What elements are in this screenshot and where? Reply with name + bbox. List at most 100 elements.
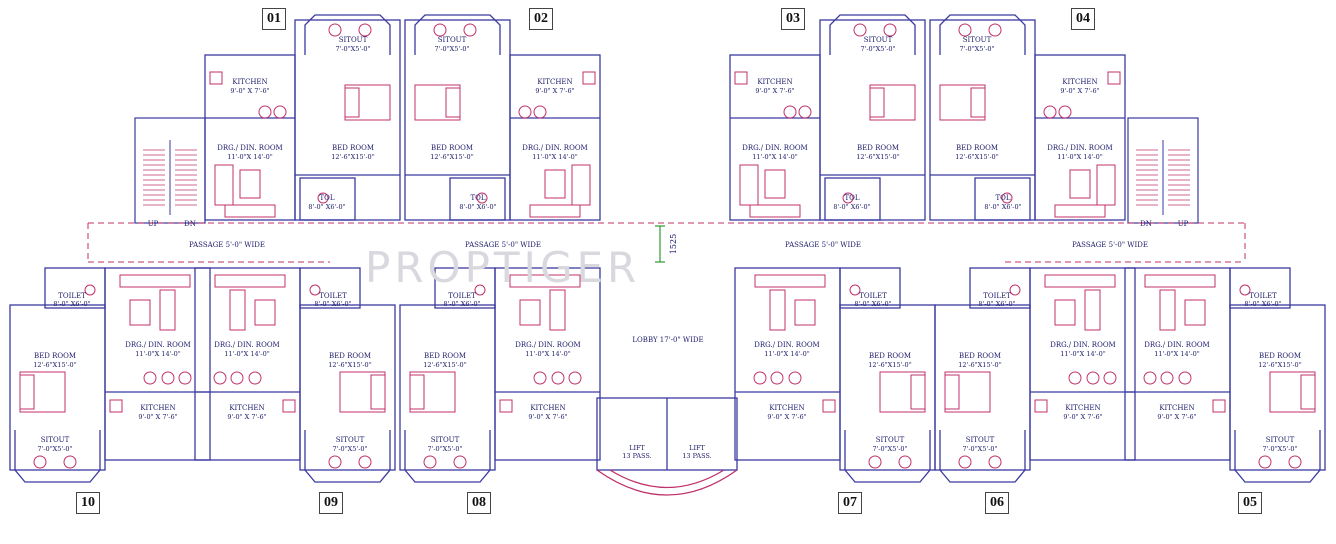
kitchen-dim: 9'-0" X 7'-6" bbox=[767, 413, 806, 421]
sitout-dim: 7'-0"X5'-0" bbox=[1262, 445, 1297, 453]
chair bbox=[868, 455, 882, 469]
drg-dim: 11'-0"X 14'-0" bbox=[1057, 153, 1102, 161]
pillow bbox=[970, 87, 986, 118]
sitout-bay bbox=[939, 430, 1026, 483]
kitchen-dim: 9'-0" X 7'-6" bbox=[230, 87, 269, 95]
bed-dim: 12'-6"X15'-0" bbox=[33, 361, 76, 369]
bed-label: BED ROOM bbox=[332, 144, 374, 152]
drg-dim: 11'-0"X 14'-0" bbox=[227, 153, 272, 161]
bed-label: BED ROOM bbox=[1259, 352, 1301, 360]
unit-02-furniture bbox=[414, 23, 596, 218]
wc bbox=[842, 192, 854, 204]
wc bbox=[317, 192, 329, 204]
unit-08 bbox=[399, 267, 601, 483]
lobby-curve-inner bbox=[609, 469, 725, 489]
drg-label: DRG./ DIN. ROOM bbox=[214, 341, 279, 349]
sitout-dim: 7'-0"X5'-0" bbox=[860, 45, 895, 53]
sofa bbox=[739, 164, 759, 206]
passage-label: PASSAGE 5'-0" WIDE bbox=[465, 241, 541, 249]
drg-kitchen-block bbox=[1124, 267, 1231, 461]
unit-03-furniture bbox=[734, 23, 916, 218]
kitchen-dim: 9'-0" X 7'-6" bbox=[1063, 413, 1102, 421]
toilet-dim: 8'-0" X6'-0" bbox=[854, 300, 891, 308]
sitout-label: SITOUT bbox=[963, 36, 992, 44]
sitout-bay bbox=[844, 430, 931, 483]
chair bbox=[213, 371, 227, 385]
unit-07-furniture bbox=[753, 274, 926, 469]
stair-dn-label: DN bbox=[1140, 220, 1152, 228]
toilet-label: TOL bbox=[470, 194, 485, 202]
wc bbox=[476, 192, 488, 204]
lift-capacity: 13 PASS. bbox=[622, 452, 651, 460]
sitout-label: SITOUT bbox=[876, 436, 905, 444]
chair bbox=[518, 105, 532, 119]
bed bbox=[1269, 371, 1316, 413]
bed-label: BED ROOM bbox=[869, 352, 911, 360]
unit-05-furniture bbox=[1143, 274, 1316, 469]
toilet-dim: 8'-0" X6'-0" bbox=[459, 203, 496, 211]
unit-tag-09: 09 bbox=[319, 492, 343, 514]
drg-dim: 11'-0"X 14'-0" bbox=[532, 153, 577, 161]
bed bbox=[939, 84, 986, 121]
pillow bbox=[370, 374, 386, 410]
toilet bbox=[449, 177, 506, 221]
chair bbox=[533, 105, 547, 119]
chair bbox=[1043, 105, 1057, 119]
bed bbox=[869, 84, 916, 121]
drg-dim: 11'-0"X 14'-0" bbox=[1154, 350, 1199, 358]
lift-label: LIFT bbox=[629, 444, 645, 452]
bed bbox=[879, 371, 926, 413]
drg-label: DRG./ DIN. ROOM bbox=[125, 341, 190, 349]
sitout-dim: 7'-0"X5'-0" bbox=[332, 445, 367, 453]
toilet-label: TOILET bbox=[1249, 292, 1277, 300]
chair bbox=[551, 371, 565, 385]
sofa bbox=[214, 164, 234, 206]
sofa bbox=[159, 289, 176, 331]
chair bbox=[1160, 371, 1174, 385]
chair bbox=[258, 105, 272, 119]
toilet-dim: 8'-0" X6'-0" bbox=[443, 300, 480, 308]
sitout-dim: 7'-0"X5'-0" bbox=[962, 445, 997, 453]
kitchen-label: KITCHEN bbox=[1159, 404, 1194, 412]
chair bbox=[788, 371, 802, 385]
kitchen-label: KITCHEN bbox=[530, 404, 565, 412]
toilet-dim: 8'-0" X6'-0" bbox=[978, 300, 1015, 308]
wc bbox=[84, 284, 96, 296]
unit-tag-05: 05 bbox=[1238, 492, 1262, 514]
table bbox=[544, 169, 566, 199]
lift-core bbox=[596, 397, 738, 496]
passage-label: PASSAGE 5'-0" WIDE bbox=[189, 241, 265, 249]
toilet-label: TOL bbox=[319, 194, 334, 202]
chair bbox=[1068, 371, 1082, 385]
kitchen-label: KITCHEN bbox=[1062, 78, 1097, 86]
table bbox=[794, 299, 816, 326]
pillow bbox=[19, 374, 35, 410]
chair bbox=[1178, 371, 1192, 385]
chair bbox=[898, 455, 912, 469]
toilet-label: TOILET bbox=[448, 292, 476, 300]
settee bbox=[754, 274, 826, 288]
staircase bbox=[1127, 117, 1199, 224]
toilet-label: TOILET bbox=[58, 292, 86, 300]
kitchen-label: KITCHEN bbox=[537, 78, 572, 86]
sitout-bay bbox=[304, 14, 391, 55]
stove bbox=[1212, 399, 1226, 413]
chair bbox=[568, 371, 582, 385]
toilet-dim: 8'-0" X6'-0" bbox=[1244, 300, 1281, 308]
sitout-dim: 7'-0"X5'-0" bbox=[959, 45, 994, 53]
chair bbox=[463, 23, 477, 37]
chair bbox=[328, 455, 342, 469]
bed-dim: 12'-6"X15'-0" bbox=[868, 361, 911, 369]
chair bbox=[988, 455, 1002, 469]
chair bbox=[273, 105, 287, 119]
sitout-label: SITOUT bbox=[41, 436, 70, 444]
toilet-label: TOILET bbox=[983, 292, 1011, 300]
dimension-label: 1525 bbox=[669, 234, 678, 254]
settee bbox=[749, 204, 801, 218]
toilet-label: TOL bbox=[844, 194, 859, 202]
drg-dim: 11'-0"X 14'-0" bbox=[525, 350, 570, 358]
drg-label: DRG./ DIN. ROOM bbox=[217, 144, 282, 152]
unit-tag-03: 03 bbox=[781, 8, 805, 30]
chair bbox=[161, 371, 175, 385]
toilet-label: TOILET bbox=[859, 292, 887, 300]
